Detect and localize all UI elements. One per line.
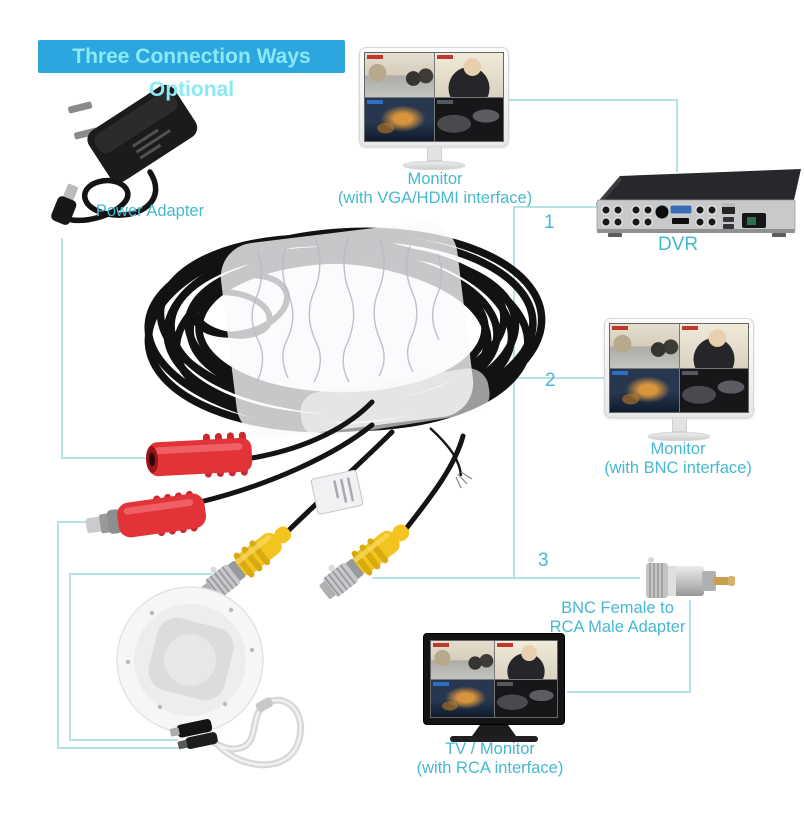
tv-base bbox=[450, 736, 538, 742]
camera-pigtail-connectors bbox=[169, 719, 218, 750]
monitor-bnc-label: Monitor (with BNC interface) bbox=[604, 440, 752, 478]
cam-feed-night bbox=[365, 97, 434, 141]
cable-to-dc-female bbox=[249, 399, 375, 461]
cam-feed-baby bbox=[494, 641, 557, 679]
connection-number-1: 1 bbox=[544, 212, 555, 233]
dc-male-connector bbox=[85, 490, 207, 538]
monitor-frame bbox=[359, 47, 509, 147]
tv-stand bbox=[472, 725, 516, 736]
line-adapter-to-tv bbox=[567, 600, 691, 693]
monitor-vga-hdmi bbox=[359, 47, 509, 170]
cctv-cable-coil bbox=[85, 222, 546, 607]
cam-feed-dark bbox=[434, 97, 503, 141]
monitor-base bbox=[648, 432, 710, 441]
cam-feed-dark bbox=[494, 679, 557, 717]
cam-feed-room bbox=[610, 324, 679, 368]
cable-to-bnc2 bbox=[402, 433, 466, 533]
monitor-stand bbox=[426, 147, 442, 161]
line-bnc1-to-camera bbox=[69, 573, 212, 741]
line-poweradapter-to-dcfemale bbox=[61, 238, 150, 459]
cctv-quad-view bbox=[364, 52, 504, 142]
power-adapter-label: Power Adapter bbox=[95, 202, 205, 220]
line-monitor-to-dvr bbox=[508, 99, 678, 172]
bare-wire bbox=[429, 427, 463, 477]
cable-to-dc-male bbox=[197, 422, 375, 505]
monitor-base bbox=[403, 161, 465, 170]
cam-feed-room bbox=[365, 53, 434, 97]
cam-feed-room bbox=[431, 641, 494, 679]
bnc-rca-adapter-label: BNC Female to RCA Male Adapter bbox=[549, 599, 686, 637]
bnc-rca-adapter-icon bbox=[646, 557, 735, 598]
monitor-vga-label: Monitor (with VGA/HDMI interface) bbox=[337, 170, 533, 208]
bnc-connector-2 bbox=[313, 513, 417, 605]
cctv-quad-view bbox=[430, 640, 558, 718]
cable-label-tag bbox=[310, 469, 364, 515]
connection-number-2: 2 bbox=[545, 370, 556, 391]
connection-number-3: 3 bbox=[538, 550, 549, 571]
monitor-stand bbox=[671, 418, 687, 432]
cctv-quad-view bbox=[609, 323, 749, 413]
cam-feed-baby bbox=[434, 53, 503, 97]
monitor-frame bbox=[604, 318, 754, 418]
dvr-icon bbox=[596, 169, 801, 237]
dvr-rear-ports bbox=[601, 203, 766, 229]
dvr-label: DVR bbox=[657, 234, 699, 255]
plastic-wrap bbox=[220, 222, 490, 438]
cam-feed-baby bbox=[679, 324, 748, 368]
line-way1-to-dvr bbox=[513, 206, 598, 578]
cam-feed-night bbox=[610, 368, 679, 412]
tv-frame bbox=[423, 633, 565, 725]
title-banner: Three Connection Ways Optional bbox=[38, 40, 345, 101]
dc-female-connector bbox=[145, 431, 253, 478]
cam-feed-dark bbox=[679, 368, 748, 412]
tv-rca-label: TV / Monitor (with RCA interface) bbox=[416, 740, 564, 778]
power-adapter-icon bbox=[51, 84, 198, 225]
frayed-wire-tip bbox=[455, 471, 473, 489]
dome-camera-icon bbox=[116, 586, 305, 769]
monitor-bnc bbox=[604, 318, 754, 441]
tv-rca bbox=[423, 633, 565, 742]
cam-feed-night bbox=[431, 679, 494, 717]
line-dcmale-to-camera bbox=[57, 521, 178, 749]
